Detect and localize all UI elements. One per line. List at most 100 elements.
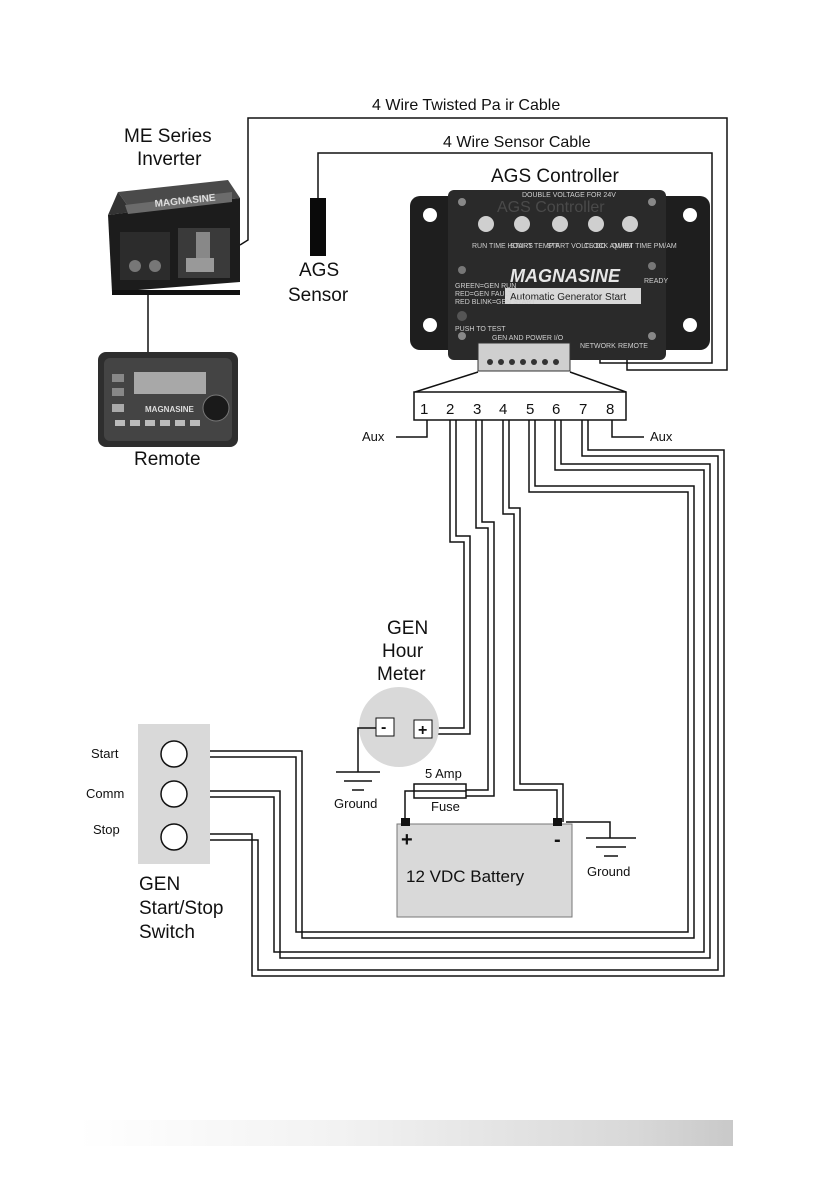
led-legend: RED BLINK=GEN START <box>455 299 536 306</box>
wire-terminal-6 <box>187 420 705 953</box>
terminal-number: 2 <box>446 401 454 418</box>
battery-ground-wire <box>566 821 611 838</box>
terminal-block-connector <box>477 342 571 372</box>
hour-meter-plus-label: + <box>418 722 427 739</box>
controller-brand-logo: MAGNASINE <box>510 266 621 286</box>
knob-label: QUIET TIME PM/AM <box>612 243 677 250</box>
remote-port-label: REMOTE <box>618 343 648 350</box>
zoom-line-left <box>414 371 479 393</box>
ground-right-label: Ground <box>587 864 630 879</box>
hour-meter-minus-terminal <box>375 717 395 737</box>
controller-title: AGS Controller <box>491 166 619 187</box>
fuse-to-battery-wire <box>404 790 414 822</box>
mount-hole-icon <box>423 318 437 332</box>
knob-label: START VOLTS DC <box>547 243 606 250</box>
status-led-icon <box>458 266 466 274</box>
remote-brand-logo: MAGNASINE <box>145 405 195 414</box>
battery-negative-post <box>553 818 562 826</box>
wire-terminal-3-b <box>466 420 495 797</box>
terminal-number: 6 <box>552 401 560 418</box>
switch-title-line3: Switch <box>139 922 195 943</box>
network-port-label: NETWORK <box>580 343 616 350</box>
inverter-title-line2: Inverter <box>137 149 202 170</box>
hour-meter-title-line2: Hour <box>382 641 424 662</box>
inverter-device: MAGNASINE <box>108 180 240 295</box>
switch-position-label: Stop <box>93 822 120 837</box>
terminal-number: 8 <box>606 401 614 418</box>
battery-minus-label: - <box>554 829 561 851</box>
mount-hole-icon <box>683 318 697 332</box>
inverter-title-line1: ME Series <box>124 126 212 147</box>
controller-subtitle: Automatic Generator Start <box>510 292 626 303</box>
wire-terminal-5 <box>187 420 689 933</box>
knob-start-volts-icon <box>552 216 568 232</box>
port-label: GEN AND POWER I/O <box>492 335 564 342</box>
ready-label: READY <box>644 278 668 285</box>
sensor-label-line2: Sensor <box>288 285 349 306</box>
wire-terminal-7 <box>187 420 719 971</box>
knob-label: CLOCK AM/PM <box>584 243 633 250</box>
terminal-number: 7 <box>579 401 587 418</box>
ground-left-label: Ground <box>334 796 377 811</box>
sensor-label-line1: AGS <box>299 260 339 281</box>
terminal-number: 1 <box>420 401 428 418</box>
remote-knob-icon <box>202 394 230 422</box>
battery-plus-label: + <box>401 829 413 851</box>
aux-right-label: Aux <box>650 429 673 444</box>
remote-panel: MAGNASINE <box>98 352 238 447</box>
switch-position-label: Start <box>91 746 119 761</box>
terminal-number: 5 <box>526 401 534 418</box>
switch-title-line2: Start/Stop <box>139 898 224 919</box>
terminal-strip <box>413 391 627 421</box>
twisted-pair-cable <box>239 117 728 371</box>
aux-right-wire <box>611 420 644 438</box>
battery-body <box>396 823 573 918</box>
wire-terminal-4-b <box>508 420 564 822</box>
wire-terminal-7-b <box>187 420 725 977</box>
remote-lcd-display <box>134 372 206 394</box>
switch-comm-terminal <box>160 780 188 808</box>
hour-meter-minus-label: - <box>381 719 386 736</box>
footer-gradient-bar <box>78 1120 733 1146</box>
fuse-name: Fuse <box>431 799 460 814</box>
sensor-cable-label: 4 Wire Sensor Cable <box>443 134 591 151</box>
wire-terminal-5-b <box>187 420 695 939</box>
hour-meter-body <box>359 687 439 767</box>
ags-sensor-probe <box>310 198 326 256</box>
mount-hole-icon <box>683 208 697 222</box>
knob-run-time-icon <box>478 216 494 232</box>
remote-title: Remote <box>134 449 201 470</box>
terminal-number: 4 <box>499 401 507 418</box>
terminal-number: 3 <box>473 401 481 418</box>
wire-terminal-2 <box>432 420 465 729</box>
hour-meter-title-line1: GEN <box>387 618 428 639</box>
battery-positive-post <box>401 818 410 826</box>
knob-label: START TEMP F <box>510 243 560 250</box>
hour-meter-title-line3: Meter <box>377 664 426 685</box>
aux-left-wire <box>396 420 428 438</box>
ags-controller-unit: DOUBLE VOLTAGE FOR 24V AGS Controller RU… <box>410 190 710 372</box>
switch-start-terminal <box>160 740 188 768</box>
hour-meter-plus-terminal <box>413 719 433 739</box>
controller-top-note: DOUBLE VOLTAGE FOR 24V <box>522 192 616 199</box>
led-legend: RED=GEN FAULT <box>455 291 513 298</box>
mount-hole-icon <box>423 208 437 222</box>
aux-left-label: Aux <box>362 429 385 444</box>
controller-ghost-title: AGS Controller <box>497 199 605 216</box>
knob-start-temp-icon <box>514 216 530 232</box>
knob-clock-icon <box>588 216 604 232</box>
led-legend: GREEN=GEN RUN <box>455 283 516 290</box>
knob-quiet-time-icon <box>622 216 638 232</box>
knob-label: RUN TIME HOURS <box>472 243 533 250</box>
wire-terminal-3 <box>466 420 489 791</box>
wire-terminal-6-b <box>187 420 711 959</box>
zoom-line-right <box>569 371 627 393</box>
wire-terminal-4 <box>502 420 558 822</box>
push-to-test-label: PUSH TO TEST <box>455 326 506 333</box>
ready-led-icon <box>648 262 656 270</box>
fuse-rating: 5 Amp <box>425 766 462 781</box>
twisted-pair-cable-label: 4 Wire Twisted Pa ir Cable <box>372 97 560 114</box>
switch-stop-terminal <box>160 823 188 851</box>
push-to-test-button-icon <box>457 311 467 321</box>
hour-meter-ground-wire <box>357 727 376 772</box>
